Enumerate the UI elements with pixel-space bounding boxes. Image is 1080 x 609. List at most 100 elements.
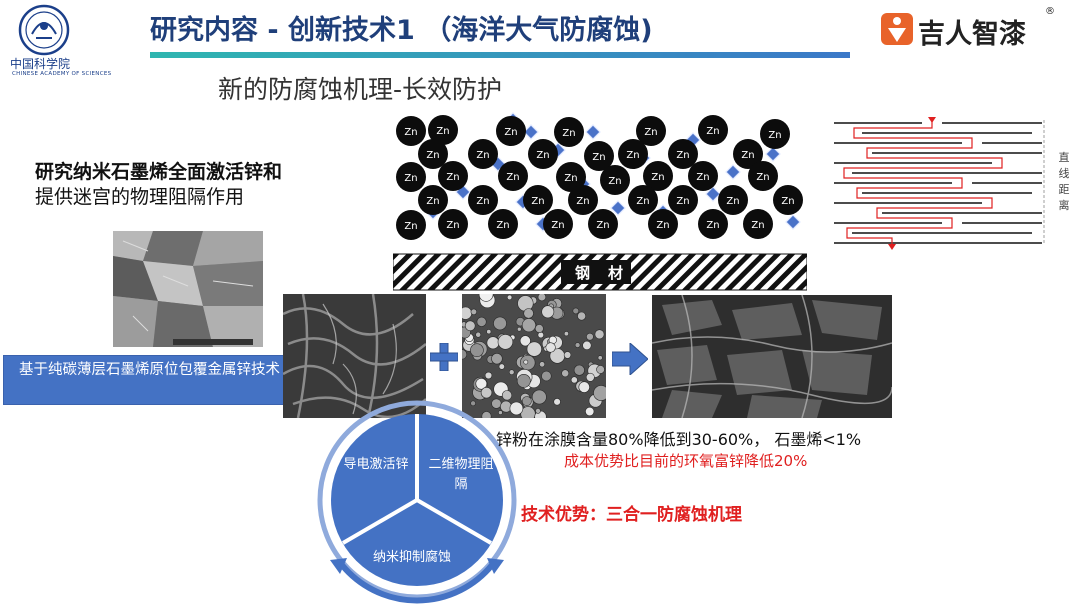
zinc-sphere xyxy=(523,308,534,319)
zinc-sphere xyxy=(521,396,532,406)
plus-icon xyxy=(429,342,459,372)
bullet-line-1: 研究纳米石墨烯全面激活锌和 xyxy=(35,161,283,183)
zinc-sphere xyxy=(462,306,472,320)
sem-image-coating xyxy=(652,295,892,418)
zn-particle xyxy=(698,115,728,145)
zn-particle xyxy=(554,117,584,147)
zinc-sphere xyxy=(570,376,578,384)
zn-particle xyxy=(396,162,426,192)
zn-particle-label: Zn xyxy=(636,196,649,207)
zn-particle xyxy=(468,185,498,215)
zn-particle-label: Zn xyxy=(768,130,781,141)
zinc-sphere xyxy=(572,307,580,315)
zn-particle xyxy=(438,209,468,239)
zinc-sphere xyxy=(486,336,500,350)
zinc-sphere xyxy=(541,370,552,382)
zn-particle-label: Zn xyxy=(446,220,459,231)
zn-particle xyxy=(668,139,698,169)
graphene-flake xyxy=(785,214,801,230)
zn-particle-label: Zn xyxy=(426,196,439,207)
zn-particle xyxy=(396,210,426,240)
zn-particle-label: Zn xyxy=(531,196,544,207)
zinc-sphere xyxy=(577,311,586,321)
zinc-sphere xyxy=(597,355,603,361)
zinc-sphere xyxy=(470,400,476,407)
zinc-sphere xyxy=(462,349,468,360)
zinc-sphere xyxy=(470,308,477,315)
zn-particle-label: Zn xyxy=(446,172,459,183)
zn-particle xyxy=(418,185,448,215)
zn-particle-label: Zn xyxy=(676,196,689,207)
zn-particle xyxy=(396,116,426,146)
zn-particle xyxy=(668,185,698,215)
slide-subtitle: 新的防腐蚀机理-长效防护 xyxy=(218,75,503,104)
title-underline xyxy=(150,52,850,58)
zn-particle xyxy=(748,161,778,191)
zinc-sphere xyxy=(596,365,605,374)
zinc-sphere xyxy=(498,410,503,415)
zinc-sphere xyxy=(475,331,482,338)
sem-image-graphene-flakes xyxy=(113,231,263,347)
zn-particle-label: Zn xyxy=(676,150,689,161)
zn-particle-label: Zn xyxy=(436,126,449,137)
zinc-sphere xyxy=(470,343,484,358)
zn-particle-label: Zn xyxy=(562,128,575,139)
zn-particle-label: Zn xyxy=(751,220,764,231)
graphene-flake xyxy=(725,164,741,180)
zn-particle-label: Zn xyxy=(476,196,489,207)
zinc-sphere xyxy=(539,361,546,368)
zinc-sphere xyxy=(480,386,493,399)
zinc-sphere xyxy=(508,369,515,375)
brand-logo-icon xyxy=(880,12,914,46)
zinc-sphere xyxy=(475,378,488,390)
zn-particle xyxy=(556,162,586,192)
zn-particle xyxy=(528,139,558,169)
cycle-segment-inhibition: 纳米抑制腐蚀 xyxy=(372,550,451,565)
zn-particle-label: Zn xyxy=(504,127,517,138)
slide-title: 研究内容 - 创新技术1 （海洋大气防腐蚀) xyxy=(150,15,653,46)
zn-particle xyxy=(628,185,658,215)
zinc-sphere xyxy=(478,294,494,302)
zn-particle xyxy=(568,185,598,215)
zinc-sphere xyxy=(497,334,514,350)
zinc-sphere xyxy=(516,374,531,388)
zinc-sphere xyxy=(573,364,585,376)
zn-particle-label: Zn xyxy=(476,150,489,161)
zinc-sphere xyxy=(509,401,524,416)
result-cost-line: 成本优势比目前的环氧富锌降低20% xyxy=(564,452,808,470)
bullet-line-2: 提供迷宫的物理阻隔作用 xyxy=(35,186,245,208)
cas-logo xyxy=(18,4,70,56)
zinc-sphere xyxy=(534,324,544,333)
zn-particle xyxy=(698,209,728,239)
zinc-sphere xyxy=(563,331,569,337)
graphene-flake xyxy=(765,146,781,162)
sem-image-zinc-spheres xyxy=(462,294,606,418)
zinc-sphere xyxy=(481,411,492,418)
zn-particle xyxy=(588,209,618,239)
zn-particle xyxy=(648,209,678,239)
zn-particle-label: Zn xyxy=(651,172,664,183)
zinc-sphere xyxy=(526,341,542,357)
zn-particle-label: Zn xyxy=(404,221,417,232)
graphene-flake xyxy=(585,124,601,140)
zn-particle xyxy=(498,161,528,191)
zn-particle xyxy=(618,139,648,169)
zinc-sphere xyxy=(519,335,531,347)
zinc-sphere xyxy=(593,385,606,401)
zinc-sphere xyxy=(531,389,547,405)
cycle-diagram xyxy=(312,400,522,605)
zn-particle-label: Zn xyxy=(626,150,639,161)
zinc-sphere xyxy=(553,398,561,406)
zinc-sphere xyxy=(501,390,513,401)
zn-particle xyxy=(636,116,666,146)
zinc-sphere xyxy=(537,331,545,339)
zn-particle xyxy=(584,141,614,171)
zn-particle xyxy=(773,185,803,215)
cycle-segment-barrier: 二维物理阻隔 xyxy=(428,457,494,492)
distance-label: 直线距离 xyxy=(1058,151,1070,212)
result-content-line: 锌粉在涂膜含量80%降低到30-60%， 石墨烯<1% xyxy=(496,430,862,449)
sem-image-graphene-wrinkles xyxy=(283,294,426,418)
zinc-sphere xyxy=(563,351,572,359)
brand-name: 吉人智漆 xyxy=(918,19,1026,50)
